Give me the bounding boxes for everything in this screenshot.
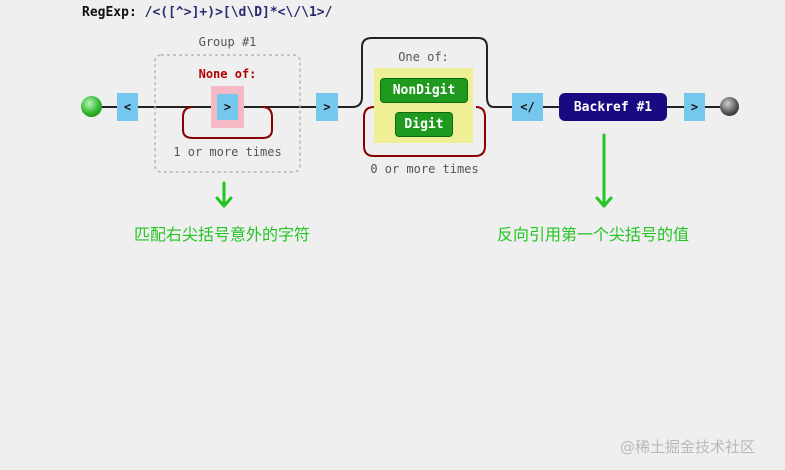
end-terminal-icon — [720, 97, 739, 116]
regex-header: RegExp: /<([^>]+)>[\d\D]*<\/\1>/ — [82, 5, 332, 20]
group-label: Group #1 — [198, 35, 257, 49]
class-item-digit: Digit — [395, 112, 453, 137]
annotation-right: 反向引用第一个尖括号的值 — [497, 225, 690, 244]
start-terminal-icon — [81, 96, 102, 117]
literal-open-angle: < — [117, 93, 138, 121]
literal-end-angle: > — [684, 93, 705, 121]
regex-pattern: /<([^>]+)>[\d\D]*<\/\1>/ — [144, 5, 333, 20]
none-of-char: > — [217, 94, 238, 120]
literal-close-tag: </ — [512, 93, 543, 121]
watermark: @稀土掘金技术社区 — [620, 438, 756, 456]
literal-close-angle: > — [316, 93, 338, 121]
regex-label: RegExp: — [82, 5, 137, 20]
backref-box: Backref #1 — [559, 93, 667, 121]
group-repeat-label: 1 or more times — [173, 145, 282, 159]
none-of-label: None of: — [198, 67, 257, 81]
annotation-left: 匹配右尖括号意外的字符 — [134, 225, 311, 244]
one-of-label: One of: — [398, 50, 449, 64]
class-item-nondigit: NonDigit — [380, 78, 468, 103]
class-repeat-label: 0 or more times — [370, 162, 479, 176]
